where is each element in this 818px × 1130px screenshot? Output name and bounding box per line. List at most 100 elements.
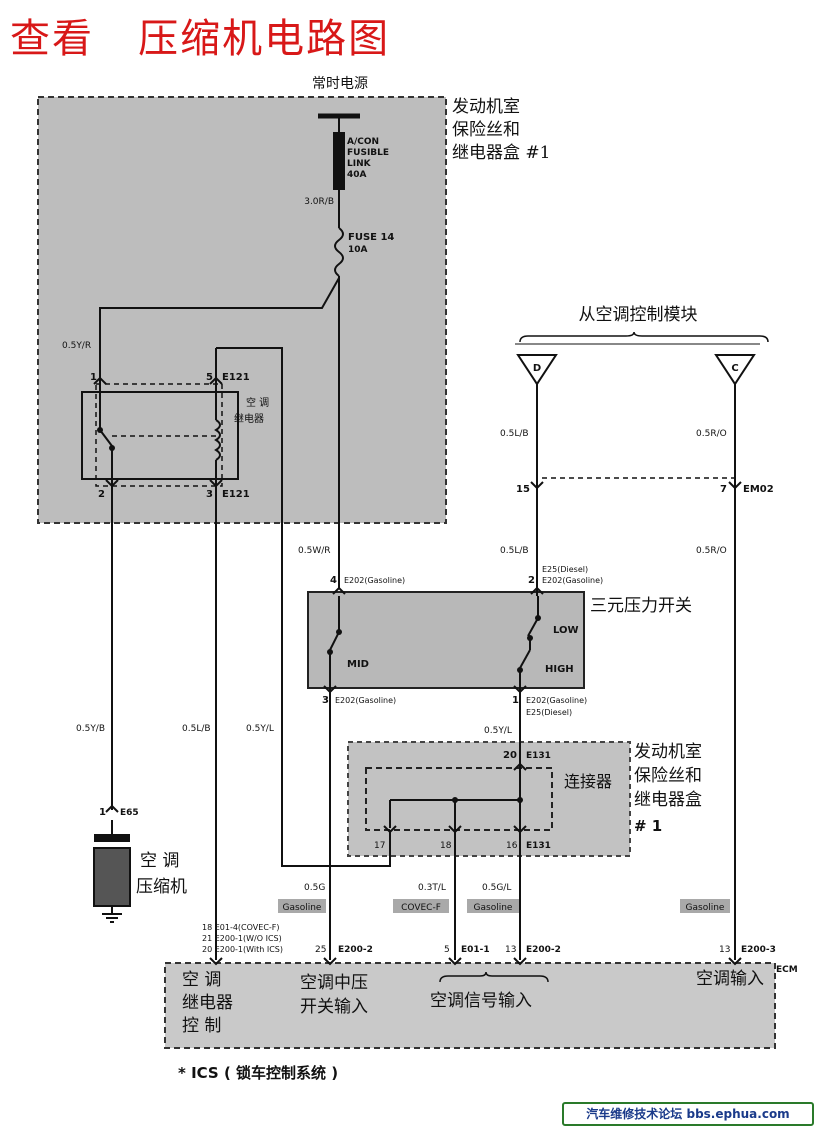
box2-label-line1: 发动机室 <box>634 742 702 762</box>
connector-c-label: C <box>731 363 738 374</box>
wire-3r-label: 3.0R/B <box>304 197 334 207</box>
ecm-mid-pressure-line2: 开关输入 <box>300 997 368 1017</box>
connector-c-icon <box>714 354 756 386</box>
relay-coil-symbol <box>214 419 221 461</box>
relay-pin5: 5 <box>206 372 213 383</box>
ecm-pin-13b: 13 <box>719 945 730 955</box>
wire-05yl-switch-label: 0.5Y/L <box>484 726 512 736</box>
e200-2b-label: E200-2 <box>526 945 561 955</box>
high-label: HIGH <box>545 664 574 675</box>
relay-pin1: 1 <box>90 372 97 383</box>
ecm-relay-ctrl-line1: 空 调 <box>182 970 221 990</box>
tag-gasoline-1: Gasoline <box>283 903 322 913</box>
ecm-pin-left-2: 21 E200-1(W/O ICS) <box>202 934 282 943</box>
triple-switch-label: 三元压力开关 <box>590 596 692 616</box>
fuse-14-symbol <box>334 227 344 277</box>
low-label: LOW <box>553 625 579 636</box>
wire-05g-label: 0.5G <box>304 883 325 893</box>
ecm-relay-ctrl-line3: 控 制 <box>182 1016 221 1036</box>
box1-label-line2: 保险丝和 <box>452 120 520 140</box>
pin-4: 4 <box>330 575 337 586</box>
box1-label-line1: 发动机室 <box>452 97 520 117</box>
e200-2a-label: E200-2 <box>338 945 373 955</box>
box2-label-line3: 继电器盒 <box>634 790 702 810</box>
ics-note: * ICS ( 锁车控制系统 ) <box>178 1064 338 1082</box>
wire-05gl-label: 0.5G/L <box>482 883 511 893</box>
e131-top-label: E131 <box>526 751 551 761</box>
connector-box <box>365 767 553 831</box>
ecm-signal-input-label: 空调信号输入 <box>430 991 532 1011</box>
wire-05yb-label: 0.5Y/B <box>76 724 105 734</box>
relay-pin2: 2 <box>98 489 105 500</box>
pin-2-switch: 2 <box>528 575 535 586</box>
e25-diesel-label: E25(Diesel) <box>542 565 588 574</box>
pin-7: 7 <box>720 484 727 495</box>
fusible-link-line2: FUSIBLE <box>347 148 389 158</box>
e01-1-label: E01-1 <box>461 945 490 955</box>
constant-power-label: 常时电源 <box>312 76 368 92</box>
ecm-pin-5: 5 <box>444 945 450 955</box>
compressor-symbol <box>93 847 131 907</box>
e202-gas-br-label: E202(Gasoline) <box>526 696 587 705</box>
wire-05ro-mid-label: 0.5R/O <box>696 546 727 556</box>
wire-05wr-label: 0.5W/R <box>298 546 331 556</box>
ecm-ac-input-label: 空调输入 <box>696 969 764 989</box>
ecm-label: ECM <box>776 965 798 975</box>
mid-label: MID <box>347 659 369 670</box>
wire-05yl-low-label: 0.5Y/L <box>246 724 274 734</box>
ecm-pin-left-3: 20 E200-1(With ICS) <box>202 945 283 954</box>
e25-diesel-b-label: E25(Diesel) <box>526 708 572 717</box>
fuse14-rating: 10A <box>348 245 368 255</box>
pin-1-compressor: 1 <box>99 807 106 818</box>
fusible-link-line4: 40A <box>347 170 367 180</box>
ecm-pin-13a: 13 <box>505 945 516 955</box>
fuse-relay-box-1 <box>37 96 447 524</box>
relay-conn-bottom: E121 <box>222 489 250 500</box>
fusible-link-line3: LINK <box>347 159 372 169</box>
e200-3-label: E200-3 <box>741 945 776 955</box>
relay-conn-top: E121 <box>222 372 250 383</box>
wire-05yr-label: 0.5Y/R <box>62 341 91 351</box>
wire-05lb-low-label: 0.5L/B <box>182 724 211 734</box>
connector-d-label: D <box>533 363 541 374</box>
compressor-label-line2: 压缩机 <box>136 877 187 897</box>
forum-watermark: 汽车维修技术论坛 bbs.ephua.com <box>562 1102 814 1126</box>
ecm-relay-ctrl-line2: 继电器 <box>182 993 233 1013</box>
box2-label-line4: # 1 <box>634 817 662 835</box>
from-ac-module-label: 从空调控制模块 <box>579 305 698 325</box>
connector-d-icon <box>516 354 558 386</box>
pin-20: 20 <box>503 750 517 761</box>
tag-gasoline-2: Gasoline <box>474 903 513 913</box>
box1-label-line3: 继电器盒 #1 <box>452 143 550 163</box>
triple-pressure-switch-box <box>307 591 585 689</box>
e131-bottom-label: E131 <box>526 841 551 851</box>
compressor-clutch-symbol <box>94 834 130 842</box>
em02-label: EM02 <box>743 484 774 495</box>
wire-05lb-mid-label: 0.5L/B <box>500 546 529 556</box>
ecm-mid-pressure-line1: 空调中压 <box>300 973 368 993</box>
page-title: 查看 压缩机电路图 <box>10 16 391 62</box>
pin-15: 15 <box>516 484 530 495</box>
tag-gasoline-3: Gasoline <box>686 903 725 913</box>
e202-gas-right-label: E202(Gasoline) <box>542 576 603 585</box>
relay-label-line1: 空 调 <box>246 396 269 409</box>
tag-covec: COVEC-F <box>401 903 441 913</box>
compressor-label-line1: 空 调 <box>140 851 179 871</box>
fusible-link-line1: A/CON <box>347 137 379 147</box>
fusible-link-symbol <box>333 132 345 190</box>
ecm-pin-left-1: 18 E01-4(COVEC-F) <box>202 923 280 932</box>
wire-03tl-label: 0.3T/L <box>418 883 446 893</box>
pin-18: 18 <box>440 841 452 851</box>
pin-1-switch: 1 <box>512 695 519 706</box>
pin-16: 16 <box>506 841 518 851</box>
fuse14-label: FUSE 14 <box>348 232 394 243</box>
connector-label: 连接器 <box>564 772 612 791</box>
ecm-box <box>164 962 776 1049</box>
ecm-pin-25: 25 <box>315 945 326 955</box>
wire-05lb-top-label: 0.5L/B <box>500 429 529 439</box>
relay-pin3: 3 <box>206 489 213 500</box>
e65-label: E65 <box>120 808 139 818</box>
e202-gas-bl-label: E202(Gasoline) <box>335 696 396 705</box>
